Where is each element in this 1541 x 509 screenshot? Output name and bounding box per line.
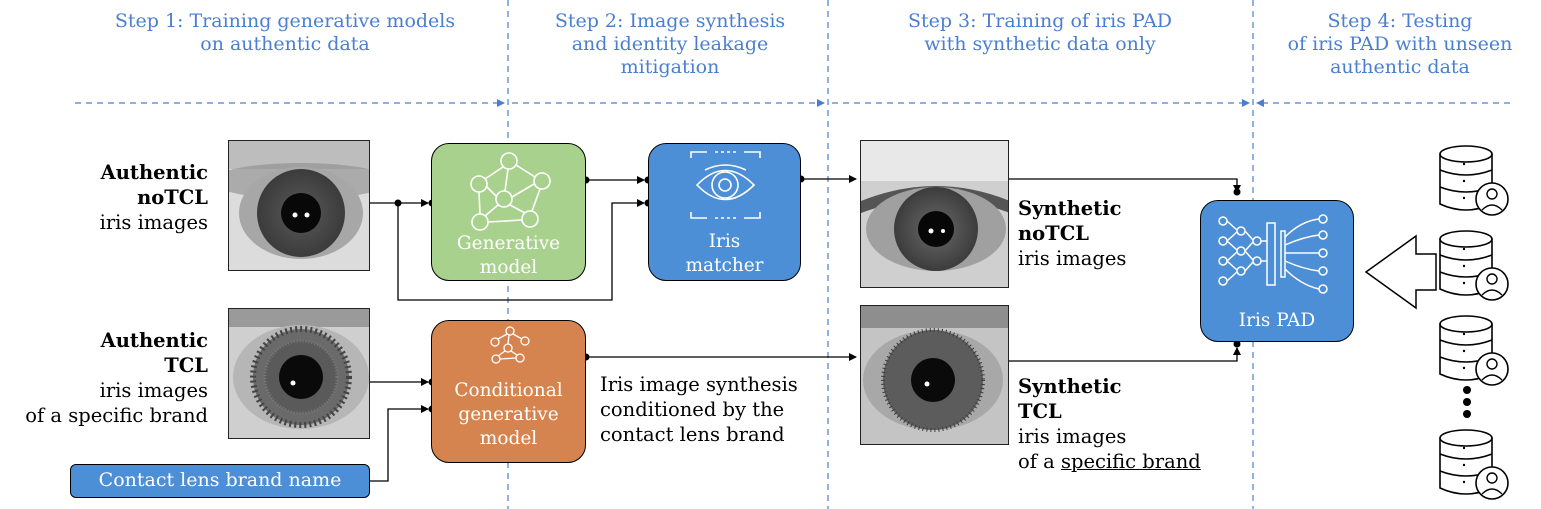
synthesis-note: Iris image synthesis conditioned by the … [600,372,830,447]
conditional-line1: Conditional [454,380,563,401]
authentic-tcl-line4: of a specific brand [25,404,208,427]
authentic-notcl-eye-image [228,140,370,271]
synthetic-notcl-label: Synthetic noTCL iris images [1018,196,1198,271]
authentic-notcl-line3: iris images [99,211,208,234]
step1-header: Step 1: Training generative models on au… [85,10,485,56]
synthesis-note-line3: contact lens brand [600,423,785,446]
step3-line1: Step 3: Training of iris PAD [907,10,1173,32]
synthesis-note-line2: conditioned by the [600,398,785,421]
authentic-tcl-label: Authentic TCL iris images of a specific … [20,328,208,428]
step4-header: Step 4: Testing of iris PAD with unseen … [1262,10,1538,79]
synthetic-tcl-line4-underlined: specific brand [1060,450,1201,473]
generative-line1: Generative [456,233,561,254]
authentic-tcl-line1: Authentic [100,329,208,352]
synthetic-tcl-eye-image [860,305,1009,445]
step1-line2: on authentic data [200,33,370,55]
edge-synth-tcl-to-pad [1009,347,1241,362]
synthetic-notcl-line1: Synthetic [1018,197,1122,220]
conditional-model-box: Conditional generative model [431,320,586,463]
synthetic-tcl-line1: Synthetic [1018,375,1122,398]
iris-pad-box: Iris PAD [1200,200,1354,342]
generative-model-box: Generative model [431,143,586,281]
generative-line2: model [479,257,538,278]
network-graph-icon [490,326,530,364]
brand-name-input: Contact lens brand name [70,464,370,498]
step3-line2: with synthetic data only [924,33,1156,55]
edge-synth-notcl-to-pad [1009,178,1241,193]
conditional-line2: generative [458,404,559,425]
step3-header: Step 3: Training of iris PAD with synthe… [870,10,1210,56]
synthetic-notcl-eye-image [860,140,1009,288]
pad-label: Iris PAD [1238,310,1316,331]
authentic-notcl-line1: Authentic [100,161,208,184]
authentic-tcl-line2: TCL [164,354,208,377]
conditional-line3: model [479,428,538,449]
synthetic-notcl-line2: noTCL [1018,222,1089,245]
step4-line1: Step 4: Testing [1327,10,1473,32]
eye-scan-icon [690,151,761,219]
synthesis-note-line1: Iris image synthesis [600,373,798,396]
synthetic-tcl-line4: of a specific brand [1018,449,1248,474]
authentic-tcl-eye-image [228,308,370,439]
synthetic-notcl-line3: iris images [1018,247,1127,270]
step2-line3: mitigation [620,56,720,78]
step4-line2: of iris PAD with unseen [1287,33,1513,55]
synthetic-tcl-line4-prefix: of a [1018,450,1061,473]
authentic-notcl-line2: noTCL [137,186,208,209]
edge-brand-to-conditional [370,405,429,482]
synthetic-tcl-label: Synthetic TCL iris images of a specific … [1018,374,1248,474]
synthetic-tcl-line3: iris images [1018,425,1127,448]
step2-header: Step 2: Image synthesis and identity lea… [515,10,825,79]
matcher-line1: Iris [708,231,741,252]
authentic-notcl-label: Authentic noTCL iris images [20,160,208,235]
network-graph-icon [470,152,551,231]
step1-line1: Step 1: Training generative models [114,10,456,32]
iris-matcher-box: Iris matcher [648,143,801,281]
matcher-line2: matcher [685,255,764,276]
step2-line2: and identity leakage [571,33,769,55]
neural-network-icon [1218,214,1328,294]
step4-line3: authentic data [1330,56,1470,78]
synthetic-tcl-line2: TCL [1018,400,1062,423]
edge-notcl-to-matcher [397,199,645,301]
authentic-tcl-line3: iris images [99,379,208,402]
step2-line1: Step 2: Image synthesis [554,10,786,32]
